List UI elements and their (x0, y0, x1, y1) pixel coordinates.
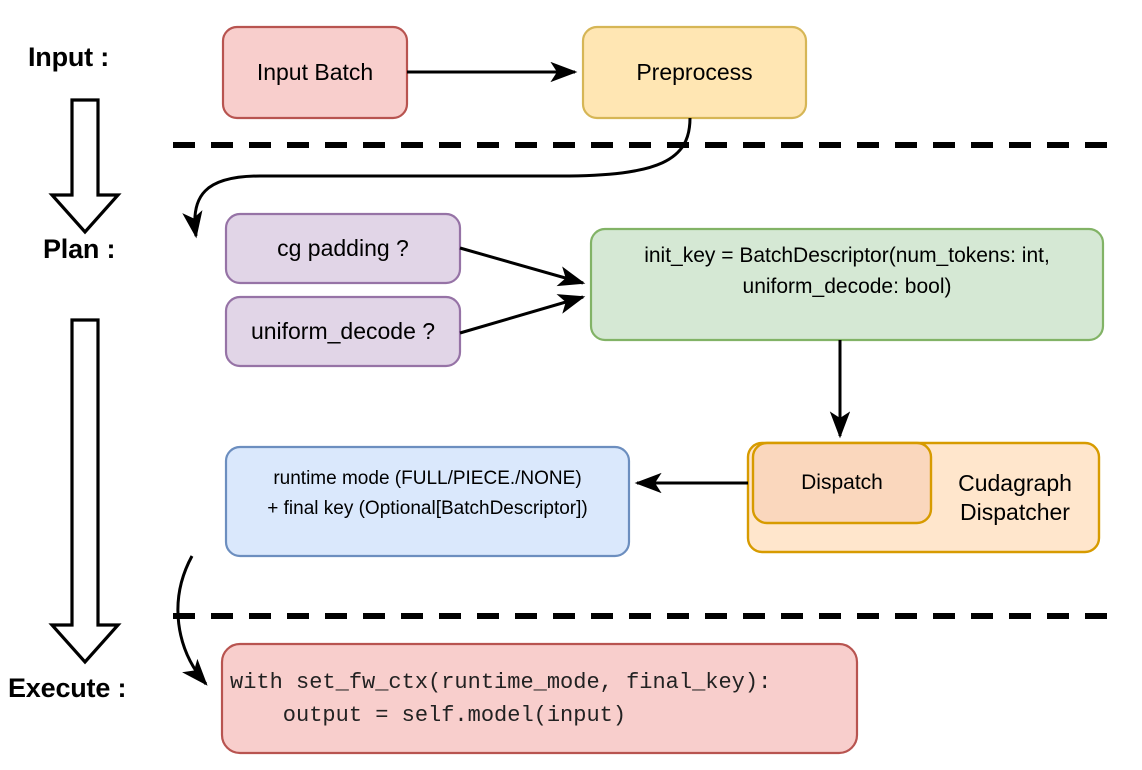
edge-uniform-decode-to-init-key (459, 294, 586, 335)
node-init-key[interactable] (589, 227, 1105, 342)
edge-runtime-mode-to-code-block (176, 555, 208, 686)
stage-label-input: Input : (28, 42, 110, 72)
stage-label-plan: Plan : (43, 234, 116, 264)
stage-label-execute: Execute : (8, 673, 127, 703)
node-dispatch[interactable] (751, 441, 933, 525)
node-runtime-mode[interactable] (224, 445, 631, 558)
stage-arrow-plan-to-execute (48, 318, 122, 665)
edge-preprocess-to-cg-padding (182, 117, 692, 239)
node-uniform-decode[interactable] (224, 295, 462, 368)
node-input-batch[interactable] (221, 25, 409, 120)
code-block-line2: output = self.model(input) (230, 703, 627, 728)
node-cg-padding[interactable] (224, 212, 462, 285)
edge-cg-padding-to-init-key (459, 246, 586, 287)
stage-arrow-input-to-plan (48, 98, 122, 235)
code-block-line1: with set_fw_ctx(runtime_mode, final_key)… (230, 670, 772, 695)
node-code-block[interactable] (220, 642, 859, 755)
node-preprocess[interactable] (581, 25, 808, 120)
